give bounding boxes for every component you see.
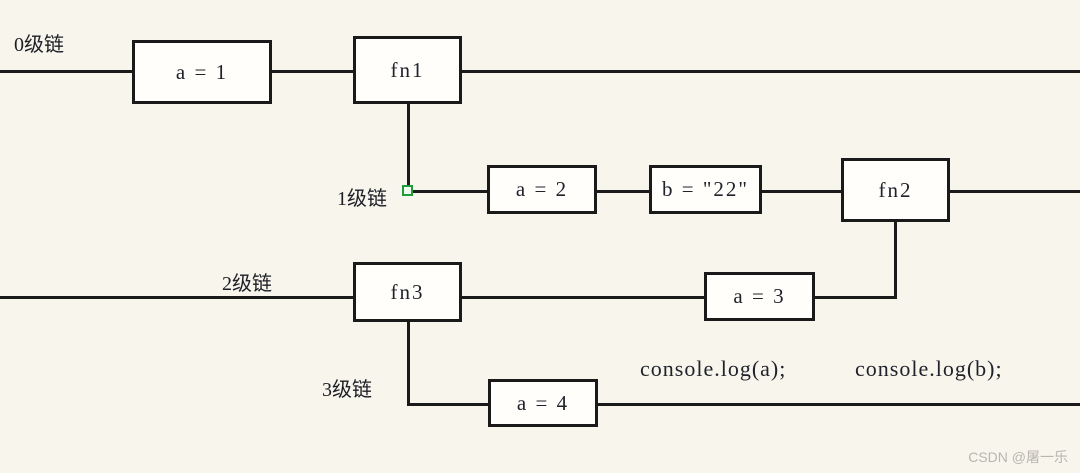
connector-b22-to-fn2 [762, 190, 841, 193]
level-label-3: 3级链 [322, 379, 372, 401]
connector-a3-to-fn2 [815, 296, 897, 299]
connector-level0-left [0, 70, 132, 73]
node-a3[interactable]: a = 3 [704, 272, 815, 321]
selection-handle-icon[interactable] [402, 185, 413, 196]
node-fn3[interactable]: fn3 [353, 262, 462, 322]
level-label-0: 0级链 [14, 34, 64, 56]
level-label-1: 1级链 [337, 188, 387, 210]
connector-level1-right [950, 190, 1080, 193]
node-b22[interactable]: b = "22" [649, 165, 762, 214]
connector-level3-to-a4 [407, 403, 488, 406]
level-label-2: 2级链 [222, 273, 272, 295]
connector-fn1-down [407, 104, 410, 191]
node-a1[interactable]: a = 1 [132, 40, 272, 104]
connector-fn2-down [894, 222, 897, 296]
annotation-console-log-b: console.log(b); [855, 356, 1003, 381]
node-a2[interactable]: a = 2 [487, 165, 597, 214]
node-a4[interactable]: a = 4 [488, 379, 598, 427]
connector-a1-to-fn1 [272, 70, 353, 73]
connector-level3-right [598, 403, 1080, 406]
connector-level2-left [0, 296, 353, 299]
watermark: CSDN @屠一乐 [968, 449, 1068, 465]
node-fn2[interactable]: fn2 [841, 158, 950, 222]
connector-fn3-down [407, 322, 410, 403]
annotation-console-log-a: console.log(a); [640, 356, 787, 381]
connector-fn3-to-a3 [462, 296, 704, 299]
connector-level1-to-a2 [407, 190, 487, 193]
connector-level0-right [462, 70, 1080, 73]
connector-a2-to-b22 [597, 190, 649, 193]
node-fn1[interactable]: fn1 [353, 36, 462, 104]
